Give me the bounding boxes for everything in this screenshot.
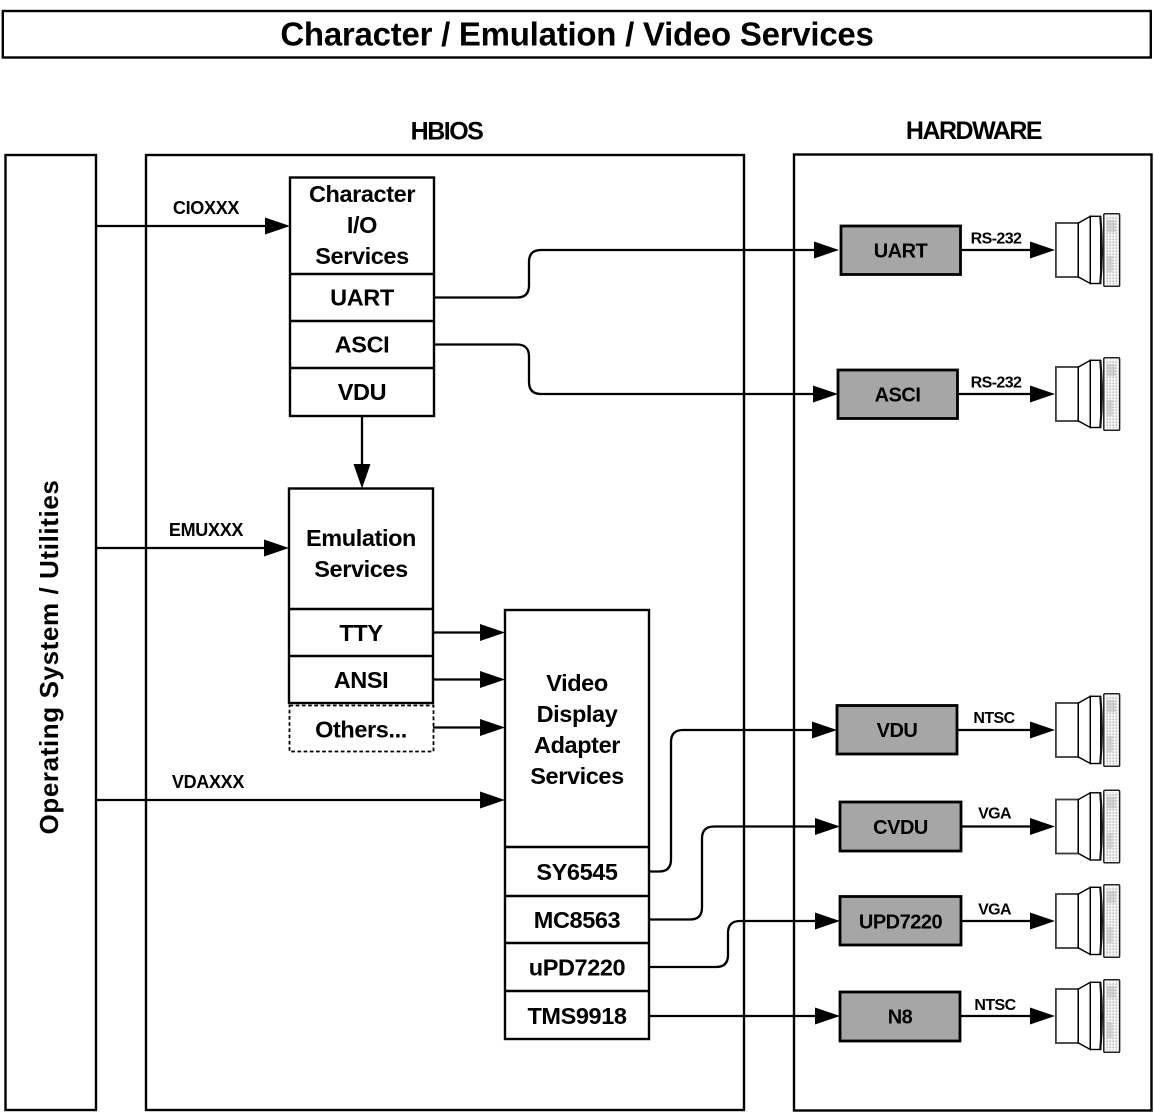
svg-text:TMS9918: TMS9918 — [527, 1003, 626, 1029]
svg-text:ASCI: ASCI — [335, 332, 390, 358]
svg-text:ASCI: ASCI — [875, 385, 921, 407]
svg-text:UART: UART — [330, 285, 395, 311]
svg-text:HARDWARE: HARDWARE — [906, 117, 1042, 145]
svg-text:CVDU: CVDU — [873, 817, 928, 839]
svg-text:RS-232: RS-232 — [971, 231, 1022, 248]
svg-text:Display: Display — [537, 701, 618, 727]
svg-text:I/O: I/O — [347, 212, 377, 238]
svg-text:MC8563: MC8563 — [534, 907, 621, 933]
svg-text:ANSI: ANSI — [334, 667, 389, 693]
svg-text:N8: N8 — [888, 1007, 913, 1029]
svg-text:VGA: VGA — [978, 806, 1012, 823]
svg-text:UART: UART — [874, 241, 928, 263]
svg-text:Adapter: Adapter — [534, 732, 620, 758]
svg-text:Services: Services — [314, 556, 408, 582]
svg-text:Character / Emulation / Video: Character / Emulation / Video Services — [280, 16, 873, 53]
svg-text:Character: Character — [309, 181, 415, 207]
svg-text:Services: Services — [530, 763, 624, 789]
svg-text:SY6545: SY6545 — [536, 859, 618, 885]
svg-text:NTSC: NTSC — [974, 997, 1016, 1014]
svg-text:TTY: TTY — [339, 620, 383, 646]
svg-text:NTSC: NTSC — [973, 710, 1015, 727]
svg-text:EMUXXX: EMUXXX — [169, 520, 244, 540]
svg-text:Others...: Others... — [315, 716, 407, 742]
svg-text:VDU: VDU — [877, 720, 918, 742]
svg-text:VGA: VGA — [978, 902, 1012, 919]
svg-text:HBIOS: HBIOS — [411, 118, 484, 146]
svg-text:RS-232: RS-232 — [971, 375, 1022, 392]
svg-text:VDAXXX: VDAXXX — [172, 772, 245, 792]
svg-text:VDU: VDU — [338, 379, 386, 405]
svg-text:Video: Video — [546, 670, 608, 696]
svg-text:Services: Services — [315, 243, 409, 269]
svg-text:CIOXXX: CIOXXX — [173, 198, 240, 218]
svg-text:Operating System / Utilities: Operating System / Utilities — [34, 480, 64, 835]
svg-text:uPD7220: uPD7220 — [529, 955, 626, 981]
svg-text:Emulation: Emulation — [306, 525, 416, 551]
svg-text:UPD7220: UPD7220 — [859, 912, 943, 934]
